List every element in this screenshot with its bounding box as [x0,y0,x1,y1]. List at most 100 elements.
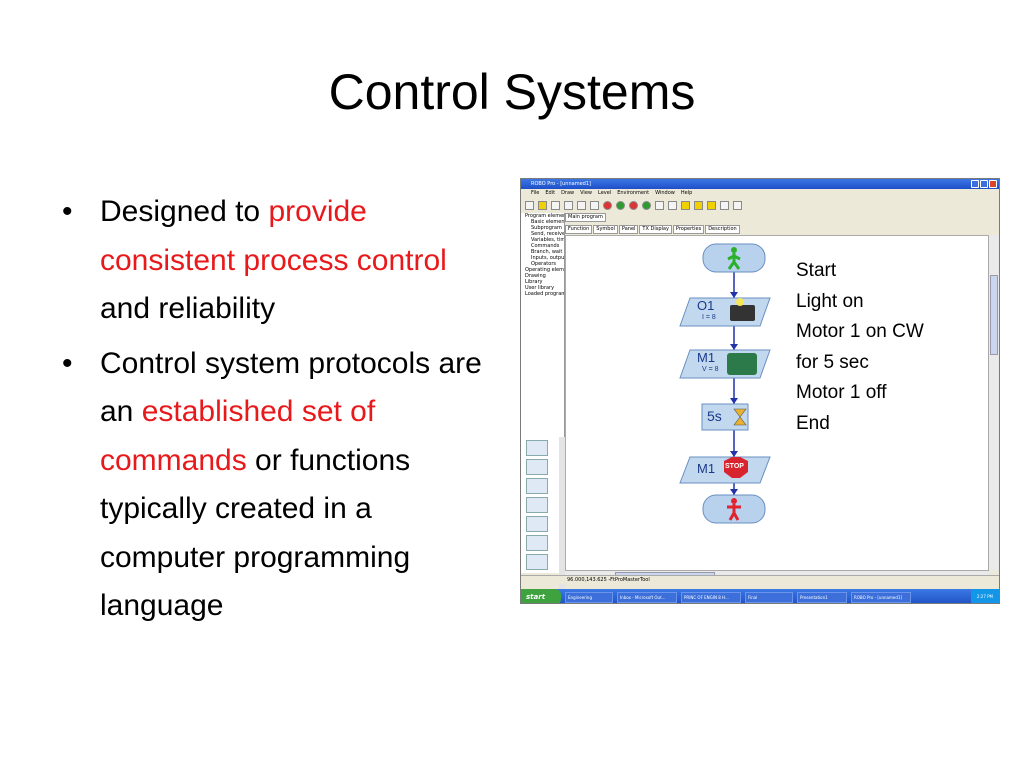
tab-symbol: Symbol [593,225,618,234]
start-icon [616,200,625,210]
menu-bar: File Edit Draw View Level Environment Wi… [521,189,999,198]
taskbar-item: Presentation1 [797,591,847,603]
bullet-highlight: established set of commands [100,395,376,477]
menu-view: View [580,190,592,196]
stop-sign-label: STOP [725,463,744,470]
bullet-text: Designed to [100,195,269,228]
close-icon [989,180,997,188]
palette-wait-icon [526,516,548,532]
zoom-in-icon [720,200,729,210]
menu-level: Level [598,190,612,196]
tree-item: Operators [531,261,556,267]
copy-icon [577,200,586,210]
taskbar-item: PRINC OF ENGIN 8 H... [681,591,741,603]
palette-scrollbar [559,437,565,603]
tree-item: Basic elements [531,219,564,225]
legend-line: for 5 sec [796,351,869,373]
bullet-item: Designed to provide consistent process c… [62,188,492,334]
legend-line: Motor 1 off [796,382,887,403]
start-button: start [521,589,561,603]
window-controls [971,180,997,188]
tree-item: Branch, wait ... [531,249,564,255]
cut-icon [564,200,573,210]
taskbar-item: Inbox - Microsoft Out... [617,591,677,603]
windows-taskbar: start Engineering Inbox - Microsoft Out.… [521,589,999,603]
minimize-icon [971,180,979,188]
bullet-highlight: provide consistent process control [100,195,447,277]
element-palette [523,437,565,603]
menu-help: Help [680,190,693,196]
menu-window: Window [655,190,675,196]
toolbar [521,198,999,212]
new-file-icon [525,200,534,210]
menu-edit: Edit [545,190,556,196]
palette-start-icon [526,440,548,456]
taskbar-item: Final [745,591,793,603]
flowchart-canvas [565,235,989,571]
palette-end-icon [526,459,548,475]
tree-item: User library [525,285,555,291]
menu-draw: Draw [561,190,575,196]
flow-m1-stop-label: M1 [697,461,716,476]
flow-m1-label: M1 [697,350,716,365]
bullet-list: Designed to provide consistent process c… [62,188,492,637]
interface-icon [655,200,664,210]
palette-lamp-icon [526,554,548,570]
tree-item: Inputs, outputs [531,255,564,261]
window-title: ROBO Pro - [unnamed1] [531,181,591,187]
tab-properties: Properties [672,225,705,234]
program-tabs: Main program [565,213,607,222]
palette-motor-icon [526,535,548,551]
paste-icon [590,200,599,210]
test-icon [668,200,677,210]
pause-icon [707,200,716,210]
flow-m1-value: V = 8 [702,366,719,373]
play-icon [681,200,690,210]
tree-item: Subprogram I/O [531,225,564,231]
tree-item: Operating elements [525,267,564,273]
flow-o1-label: O1 [697,298,715,313]
program-legend: Start Light on Motor 1 on CW for 5 sec M… [796,256,924,439]
tree-item: Send, receive [531,231,564,237]
slide-title: Control Systems [328,64,696,120]
palette-branch-icon [526,478,548,494]
status-bar: 96.000,143.625 -FtProMasterTool [521,575,999,584]
vertical-scrollbar [989,235,999,571]
legend-line: Motor 1 on CW [796,321,924,342]
step-icon [694,200,703,210]
bullet-text: and reliability [100,292,276,325]
delete-icon [603,200,612,210]
download-icon [642,200,651,210]
menu-file: File [531,190,540,196]
tree-item: Program elements [525,213,564,219]
flow-wait-label: 5s [707,408,722,424]
tree-item: Drawing [525,273,546,279]
menu-environment: Environment [617,190,650,196]
tree-item: Library [525,279,543,285]
legend-line: End [796,412,830,434]
tab-main-program: Main program [565,213,606,222]
legend-line: Start [796,260,837,281]
legend-line: Light on [796,290,864,312]
zoom-out-icon [733,200,742,210]
flow-o1-value: I = 8 [702,314,716,321]
editor-subtabs: Function Symbol Panel TX Display Propert… [565,225,741,234]
tab-panel: Panel [618,225,639,234]
tab-description: Description [705,225,740,234]
element-tree: Program elementsBasic elementsSubprogram… [521,213,565,603]
tab-tx-display: TX Display [639,225,672,234]
stop-icon [629,200,638,210]
window-titlebar: ROBO Pro - [unnamed1] [521,179,999,189]
save-icon [551,200,560,210]
maximize-icon [980,180,988,188]
open-folder-icon [538,200,547,210]
bullet-text: or functions typically created in a comp… [100,443,411,623]
vertical-scroll-thumb [990,275,998,355]
palette-compare-icon [526,497,548,513]
tree-item: Loaded programs [525,291,564,297]
taskbar-clock: 2:27 PM [970,589,999,603]
tree-item: Commands [531,243,560,249]
tab-function: Function [565,225,593,234]
bullet-text: Control system protocols are an [100,346,482,429]
robo-pro-screenshot: ROBO Pro - [unnamed1] File Edit Draw Vie… [520,178,1000,604]
